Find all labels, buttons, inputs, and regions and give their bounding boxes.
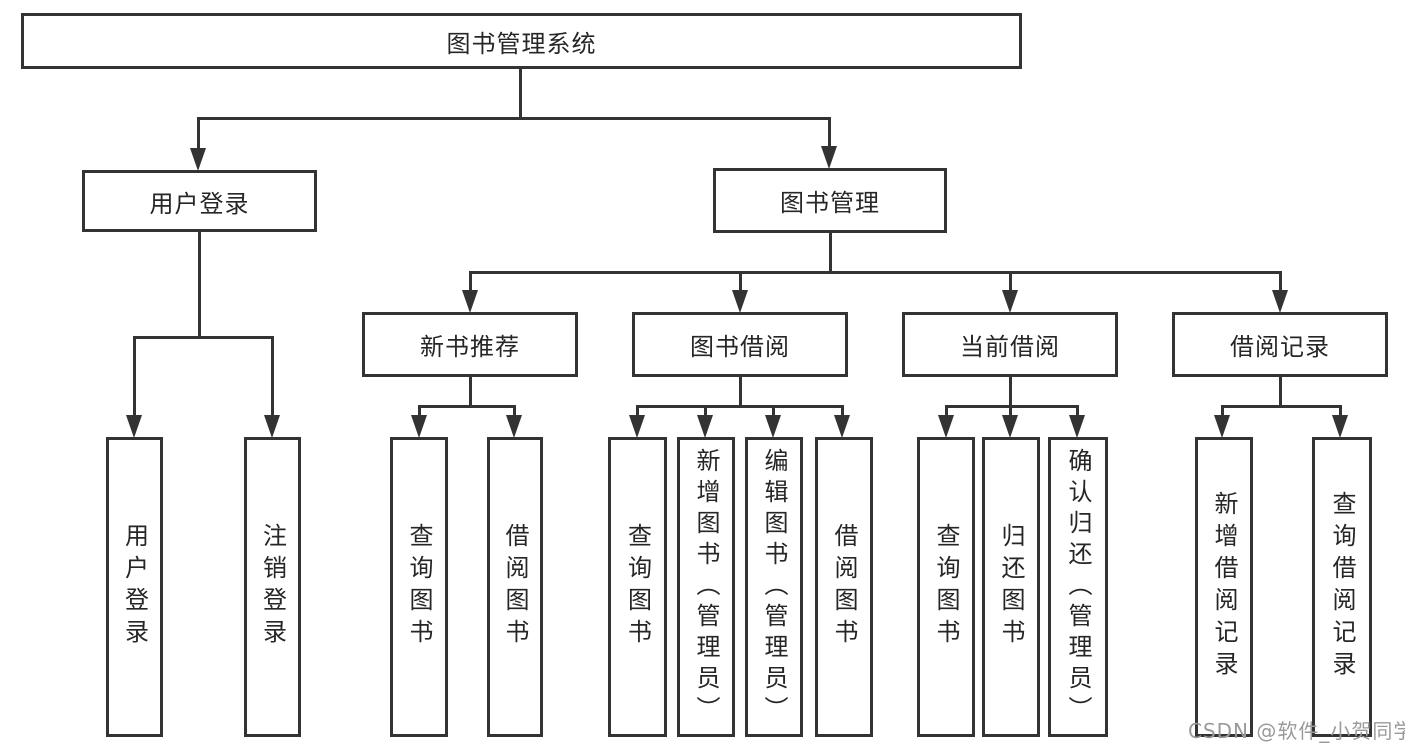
arrow-down-icon (834, 415, 850, 438)
leaf-cb-confirm-return-admin: 确认归还（管理员） (1048, 437, 1108, 737)
connector-line (513, 405, 516, 417)
node-root: 图书管理系统 (21, 13, 1022, 69)
arrow-down-icon (629, 415, 645, 438)
connector-line (772, 405, 775, 417)
node-book-borrowing: 图书借阅 (632, 312, 848, 377)
arrow-down-icon (462, 290, 478, 313)
connector-line (1221, 405, 1224, 417)
connector-line (1221, 405, 1342, 408)
connector-line (841, 405, 844, 417)
connector-line (519, 69, 522, 119)
connector-line (469, 271, 1282, 274)
connector-line (945, 405, 948, 417)
arrow-down-icon (411, 415, 427, 438)
arrow-down-icon (1272, 290, 1288, 313)
connector-line (945, 405, 1079, 408)
arrow-down-icon (732, 290, 748, 313)
watermark: CSDN @软件_小贺同学 (1188, 719, 1405, 743)
leaf-nbr-borrow-books: 借阅图书 (487, 437, 543, 737)
leaf-cb-return-books: 归还图书 (982, 437, 1040, 737)
connector-line (469, 377, 472, 407)
arrow-down-icon (264, 415, 280, 438)
connector-line (1076, 405, 1079, 417)
leaf-bb-query-books: 查询图书 (608, 437, 667, 737)
node-book-management: 图书管理 (713, 168, 947, 233)
node-current-borrowing: 当前借阅 (902, 312, 1118, 377)
arrow-down-icon (1002, 290, 1018, 313)
connector-line (828, 117, 831, 146)
leaf-bb-add-books-admin: 新增图书（管理员） (677, 437, 735, 737)
connector-line (133, 336, 136, 415)
arrow-down-icon (1002, 415, 1018, 438)
arrow-down-icon (1069, 415, 1085, 438)
leaf-br-query-record: 查询借阅记录 (1312, 437, 1372, 737)
arrow-down-icon (821, 146, 837, 169)
arrow-down-icon (1214, 415, 1230, 438)
leaf-logout-login: 注销登录 (244, 437, 301, 737)
connector-line (1009, 271, 1012, 291)
connector-line (469, 271, 472, 291)
connector-line (704, 405, 707, 417)
connector-line (1279, 271, 1282, 291)
connector-line (271, 336, 274, 415)
connector-line (418, 405, 421, 417)
connector-line (636, 405, 639, 417)
node-user-login: 用户登录 (82, 170, 317, 232)
arrow-down-icon (190, 148, 206, 171)
leaf-user-login: 用户登录 (106, 437, 163, 737)
connector-line (1279, 377, 1282, 407)
connector-line (636, 405, 844, 408)
connector-line (133, 336, 274, 339)
connector-line (197, 117, 831, 120)
connector-line (1009, 405, 1012, 417)
arrow-down-icon (697, 415, 713, 438)
node-borrowing-records: 借阅记录 (1172, 312, 1388, 377)
arrow-down-icon (126, 415, 142, 438)
connector-line (418, 405, 516, 408)
connector-line (739, 271, 742, 291)
connector-line (739, 377, 742, 407)
arrow-down-icon (506, 415, 522, 438)
leaf-bb-edit-books-admin: 编辑图书（管理员） (745, 437, 803, 737)
connector-line (197, 117, 200, 148)
arrow-down-icon (938, 415, 954, 438)
connector-line (829, 233, 832, 273)
leaf-br-add-record: 新增借阅记录 (1195, 437, 1253, 737)
connector-line (1009, 377, 1012, 407)
arrow-down-icon (765, 415, 781, 438)
arrow-down-icon (1332, 415, 1348, 438)
node-new-book-recommendation: 新书推荐 (362, 312, 578, 377)
leaf-cb-query-books: 查询图书 (917, 437, 975, 737)
connector-line (1339, 405, 1342, 417)
leaf-nbr-query-books: 查询图书 (390, 437, 448, 737)
leaf-bb-borrow-books: 借阅图书 (815, 437, 873, 737)
connector-line (198, 232, 201, 338)
